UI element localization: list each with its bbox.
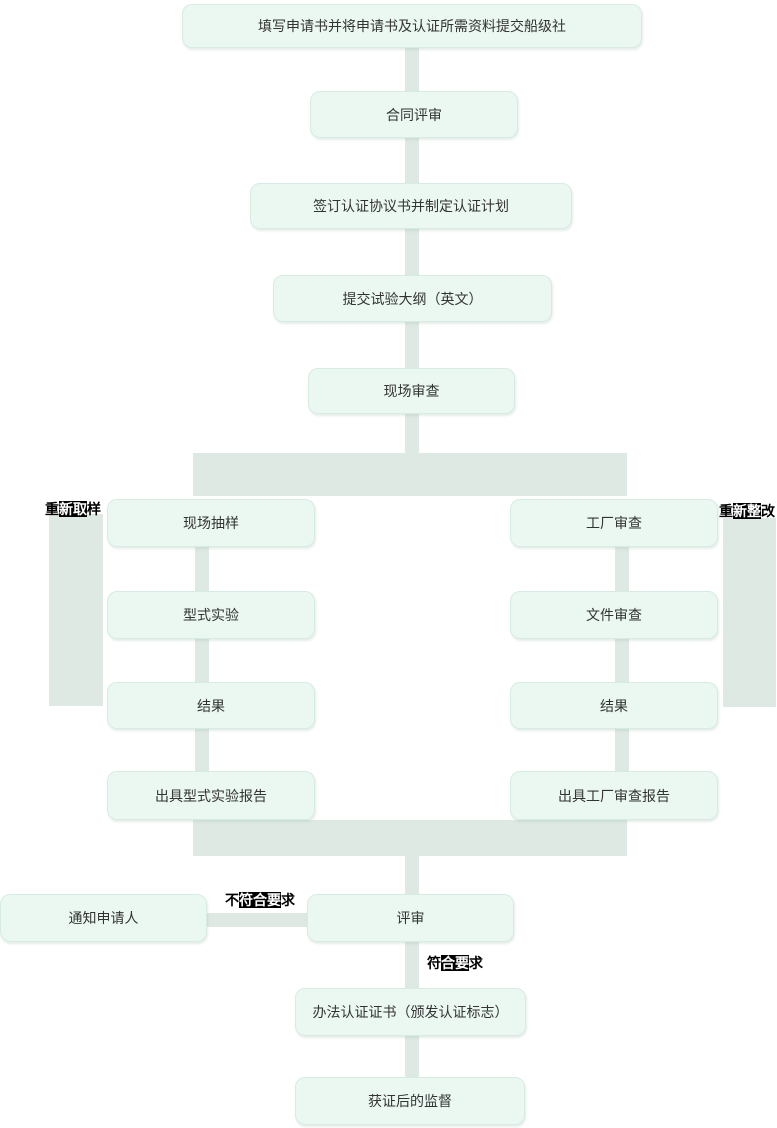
node-label: 现场抽样 (183, 515, 239, 531)
flow-node-type-test-report[interactable]: 出具型式实验报告 (107, 771, 315, 820)
label-part: 重 (45, 501, 59, 517)
label-part-highlight: 合要 (441, 955, 469, 971)
flow-node-type-test[interactable]: 型式实验 (107, 591, 315, 639)
label-part: 重 (719, 503, 733, 519)
label-part: 求 (469, 955, 483, 971)
label-part-highlight: 新取 (59, 501, 87, 517)
connector-review-to-certificate (405, 942, 419, 988)
flow-node-post-cert-supervision[interactable]: 获证后的监督 (295, 1077, 525, 1125)
connector-result-to-factoryreport (615, 729, 629, 772)
flow-node-issue-certificate[interactable]: 办法认证证书（颁发认证标志） (295, 988, 526, 1036)
edge-label-pass: 符合要求 (427, 955, 483, 971)
node-label: 合同评审 (386, 106, 442, 123)
label-part: 样 (87, 501, 101, 517)
flow-node-factory-report[interactable]: 出具工厂审查报告 (510, 771, 718, 820)
node-label: 型式实验 (183, 607, 239, 623)
node-label: 提交试验大纲（英文） (342, 290, 483, 307)
flow-node-document-review[interactable]: 文件审查 (510, 591, 718, 639)
flow-node-review[interactable]: 评审 (307, 894, 514, 942)
label-part-highlight: 符合要 (239, 892, 281, 908)
node-label: 出具型式实验报告 (155, 787, 267, 804)
label-part: 改 (761, 503, 775, 519)
connector-merge-to-review (405, 856, 419, 894)
flow-node-site-sampling[interactable]: 现场抽样 (107, 499, 315, 547)
edge-label-resample: 重新取样 (45, 501, 101, 517)
connector-docreview-to-result (615, 639, 629, 683)
node-label: 办法认证证书（颁发认证标志） (312, 1004, 509, 1020)
loop-band-resample (49, 514, 103, 706)
node-label: 文件审查 (586, 607, 642, 623)
connector-certificate-to-supervision (405, 1036, 419, 1077)
flow-node-result-left[interactable]: 结果 (107, 682, 315, 729)
connector-review-to-notify (207, 913, 307, 927)
loop-band-rework (723, 518, 776, 707)
node-label: 现场审查 (383, 383, 440, 399)
connector-sitereview-to-split (405, 414, 419, 454)
connector-contract-to-agreement (405, 138, 419, 184)
label-part: 符 (427, 955, 441, 971)
connector-factoryreview-to-docreview (615, 547, 629, 592)
flow-node-contract-review[interactable]: 合同评审 (310, 91, 518, 138)
node-label: 工厂审查 (586, 515, 642, 531)
label-part: 求 (281, 892, 295, 908)
connector-result-to-typereport (195, 729, 209, 772)
flow-node-factory-review[interactable]: 工厂审查 (510, 499, 718, 547)
node-label: 通知申请人 (68, 910, 139, 926)
flow-node-submit-outline[interactable]: 提交试验大纲（英文） (273, 275, 552, 322)
split-band (193, 453, 627, 496)
edge-label-rework: 重新整改 (719, 503, 775, 519)
edge-label-fail: 不符合要求 (225, 892, 295, 908)
node-label: 获证后的监督 (368, 1093, 452, 1109)
connector-sampling-to-typetest (195, 547, 209, 592)
node-label: 结果 (600, 697, 628, 714)
node-label: 填写申请书并将申请书及认证所需资料提交船级社 (258, 18, 566, 34)
node-label: 评审 (396, 910, 425, 926)
label-part-highlight: 新整 (733, 503, 761, 519)
connector-agreement-to-outline (405, 229, 419, 276)
flow-node-submit-application[interactable]: 填写申请书并将申请书及认证所需资料提交船级社 (182, 4, 642, 48)
node-label: 结果 (197, 697, 225, 714)
flow-node-sign-agreement[interactable]: 签订认证协议书并制定认证计划 (250, 183, 572, 229)
flow-node-notify-applicant[interactable]: 通知申请人 (0, 894, 207, 942)
connector-submit-to-contract (405, 48, 419, 92)
flow-node-result-right[interactable]: 结果 (510, 682, 718, 729)
merge-band (193, 820, 627, 856)
node-label: 签订认证协议书并制定认证计划 (313, 198, 509, 214)
node-label: 出具工厂审查报告 (558, 787, 670, 804)
flow-node-site-review[interactable]: 现场审查 (308, 368, 515, 414)
label-part: 不 (225, 892, 239, 908)
connector-outline-to-sitereview (405, 322, 419, 369)
connector-typetest-to-result (195, 639, 209, 683)
